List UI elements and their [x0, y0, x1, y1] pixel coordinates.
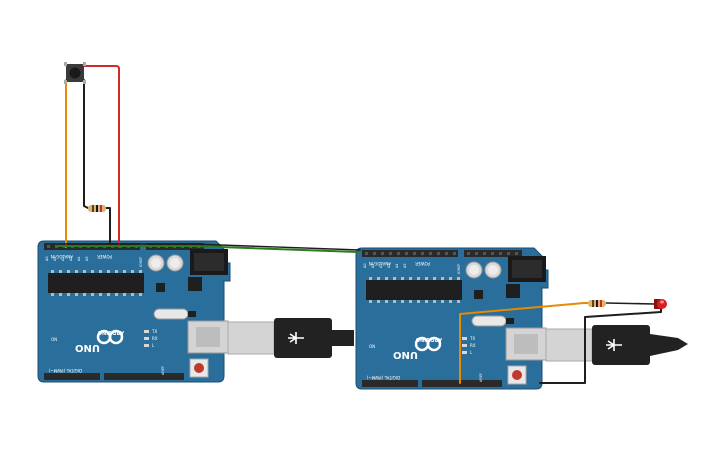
wire-orange-right[interactable] — [459, 302, 589, 384]
arduino-uno-board-right[interactable]: ANALOG IN POWER DIGITAL (PWM~) UNO ARDUI… — [354, 246, 550, 391]
led-red[interactable] — [654, 299, 667, 309]
board-left-a0-label: A0 — [45, 256, 49, 261]
board-left-aref-label: AREF — [161, 366, 165, 375]
board-right-digital-label: DIGITAL (PWM~) — [366, 375, 400, 380]
board-right-a1-label: A1 — [371, 263, 375, 268]
board-right-model-label: UNO — [393, 349, 418, 360]
board-right-rx-label: RX — [470, 343, 476, 348]
board-left-a2-label: A2 — [61, 256, 65, 261]
board-left-a5-label: A5 — [85, 256, 89, 261]
board-right-l-label: L — [470, 350, 473, 355]
board-left-analog-label: ANALOG IN — [51, 254, 73, 259]
board-right-power-label: POWER — [415, 261, 430, 266]
board-left-brand-label: ARDUINO — [98, 329, 124, 335]
board-right-tx-label: TX — [469, 336, 475, 341]
usb-cable-left[interactable] — [227, 318, 354, 358]
board-left-l-label: L — [152, 343, 155, 348]
board-left-ioref-label: IOREF — [139, 257, 143, 267]
wire-green[interactable] — [55, 245, 359, 253]
board-right-a0-label: A0 — [363, 263, 367, 268]
board-left-a4-label: A4 — [77, 256, 81, 261]
wire-black-led[interactable] — [539, 305, 662, 384]
wire-black-gnd[interactable] — [105, 207, 111, 248]
board-right-a3-label: A3 — [387, 263, 391, 268]
resistor-right[interactable] — [588, 300, 606, 307]
wire-orange-left[interactable] — [65, 79, 71, 248]
board-right-ioref-label: IOREF — [457, 264, 461, 274]
board-left-model-label: UNO — [75, 342, 100, 353]
wire-black-button[interactable] — [81, 79, 89, 209]
resistor-left[interactable] — [88, 205, 106, 212]
board-left-a1-label: A1 — [53, 256, 57, 261]
board-left-power-label: POWER — [97, 254, 112, 259]
board-right-a5-label: A5 — [403, 263, 407, 268]
wire-black-link[interactable] — [63, 243, 361, 251]
board-right-aref-label: AREF — [479, 373, 483, 382]
board-right-a2-label: A2 — [379, 263, 383, 268]
board-right-analog-label: ANALOG IN — [369, 261, 391, 266]
board-left-on-label: ON — [51, 337, 57, 342]
usb-cable-right[interactable] — [545, 325, 688, 365]
board-left-a3-label: A3 — [69, 256, 73, 261]
board-left-digital-label: DIGITAL (PWM~) — [48, 368, 82, 373]
arduino-uno-board-left[interactable]: ANALOG IN POWER DIGITAL (PWM~) UNO ARDUI… — [36, 239, 232, 384]
wire-red[interactable] — [81, 65, 120, 248]
board-right-a4-label: A4 — [395, 263, 399, 268]
pushbutton[interactable] — [64, 62, 86, 84]
board-left-rx-label: RX — [152, 336, 158, 341]
wire-resistor-led[interactable] — [605, 302, 655, 305]
board-left-tx-label: TX — [151, 329, 157, 334]
board-right-brand-label: ARDUINO — [416, 336, 442, 342]
board-right-on-label: ON — [369, 344, 375, 349]
